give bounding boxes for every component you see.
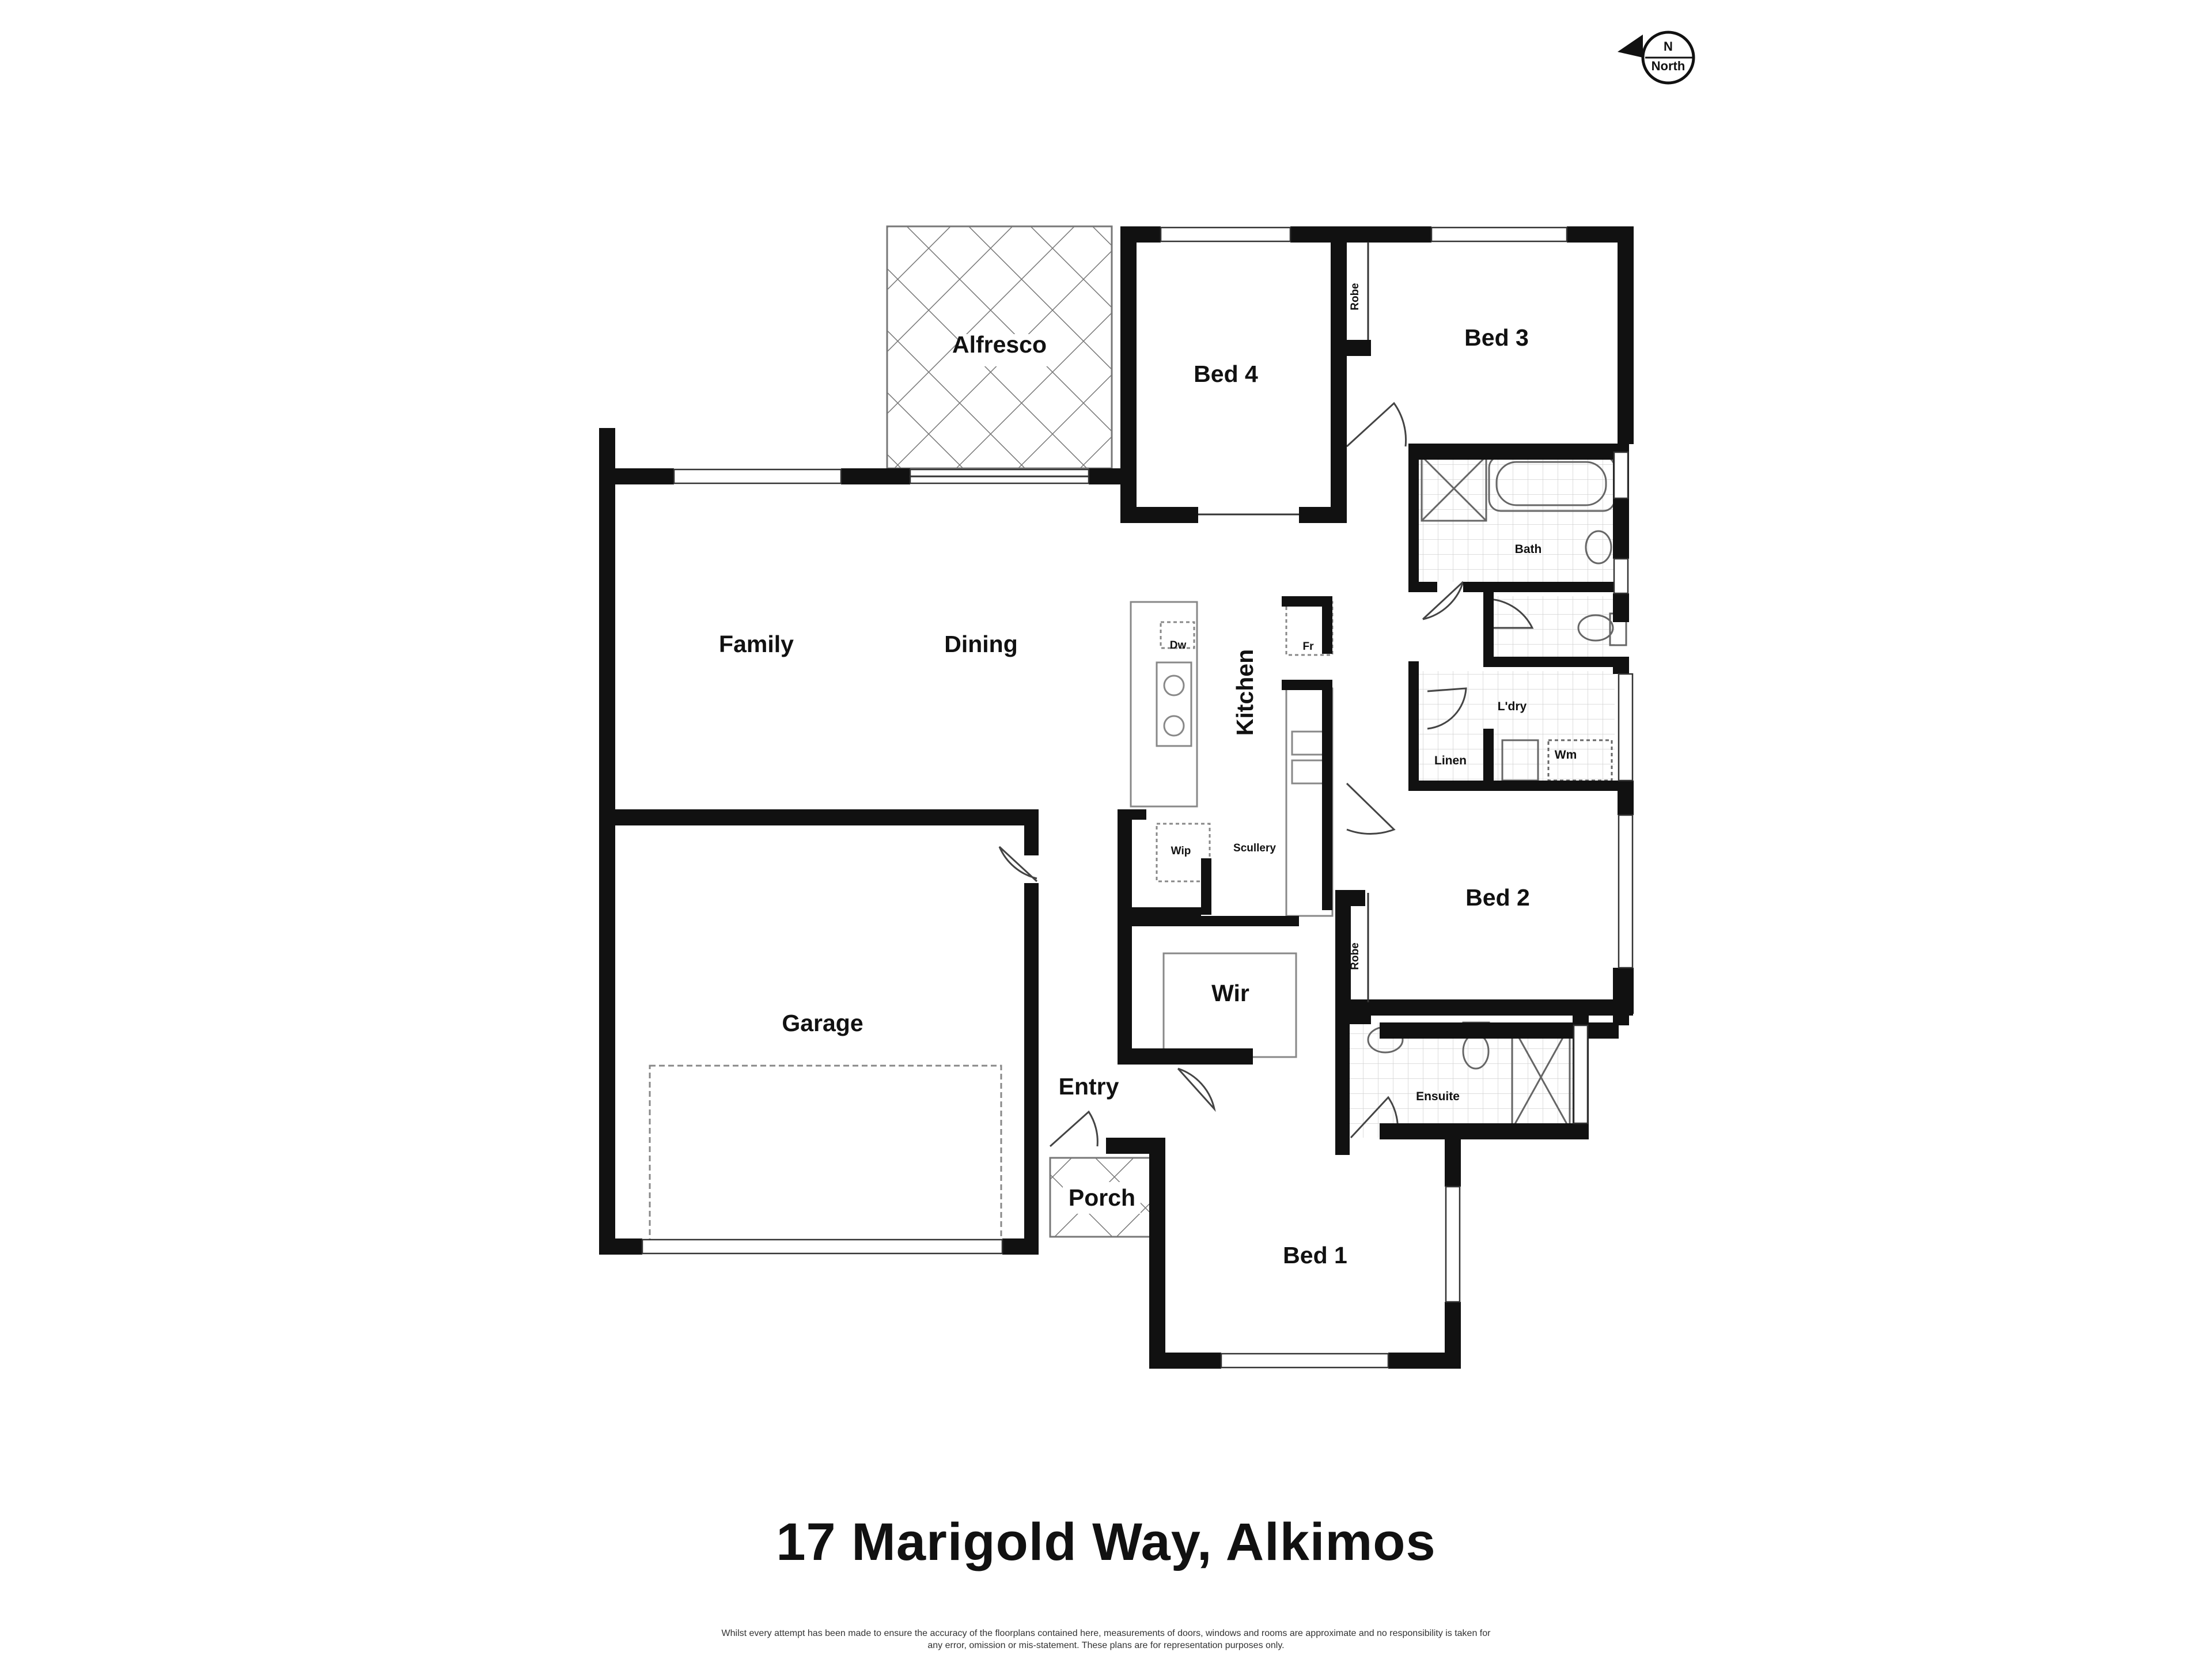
room-label-bed2: Bed 2: [1465, 884, 1530, 911]
room-label-ensuite: Ensuite: [1416, 1090, 1460, 1103]
room-label-bed3: Bed 3: [1464, 324, 1529, 351]
room-label-alfresco: Alfresco: [952, 331, 1047, 358]
compass-n: N: [1664, 39, 1673, 54]
walls: [599, 226, 1634, 1369]
disclaimer-line-1: Whilst every attempt has been made to en…: [721, 1628, 1491, 1638]
room-label-linen: Linen: [1434, 754, 1467, 767]
room-label-fr: Fr: [1303, 641, 1315, 653]
porch-area: [1049, 1157, 1155, 1238]
room-label-kitchen: Kitchen: [1232, 649, 1258, 736]
room-label-ldry: L'dry: [1498, 700, 1527, 713]
wet-area-tiles: [1345, 452, 1615, 1138]
room-label-dw: Dw: [1170, 639, 1187, 652]
room-label-wip: Wip: [1171, 845, 1191, 857]
room-label-wir: Wir: [1211, 980, 1249, 1006]
garage-car-space: [649, 1065, 1002, 1243]
room-label-porch: Porch: [1069, 1184, 1135, 1211]
room-label-dining: Dining: [944, 631, 1018, 657]
room-label-bed4: Bed 4: [1194, 361, 1258, 387]
disclaimer: Whilst every attempt has been made to en…: [599, 1627, 1613, 1652]
compass-label: North: [1652, 59, 1685, 73]
room-label-entry: Entry: [1059, 1073, 1119, 1100]
room-label-robe-top: Robe: [1349, 283, 1361, 310]
disclaimer-line-2: any error, omission or mis-statement. Th…: [927, 1641, 1285, 1650]
sliding-doors: [910, 242, 1369, 1002]
alfresco-area: [886, 225, 1113, 469]
room-label-garage: Garage: [782, 1010, 863, 1036]
property-address: 17 Marigold Way, Alkimos: [776, 1513, 1436, 1571]
room-label-robe-bottom: Robe: [1349, 942, 1361, 970]
room-label-wm: Wm: [1555, 748, 1577, 762]
north-compass: N North: [1618, 31, 1695, 85]
room-label-family: Family: [719, 631, 794, 657]
room-label-bed1: Bed 1: [1283, 1242, 1347, 1268]
room-label-scullery: Scullery: [1233, 842, 1276, 854]
room-label-bath: Bath: [1515, 543, 1542, 556]
door-swings: [998, 402, 1534, 1147]
